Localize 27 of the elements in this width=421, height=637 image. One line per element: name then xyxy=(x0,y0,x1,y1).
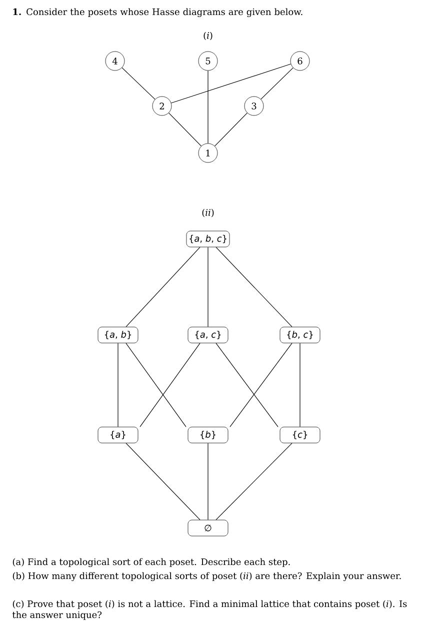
hasse-edge xyxy=(140,342,200,428)
hasse-edge xyxy=(126,246,200,328)
diagram-label: (i) xyxy=(204,32,212,40)
question-text: (b) How many different topological sorts of poset (ii) are there? Explain your answer. xyxy=(12,572,401,582)
hasse-edge xyxy=(126,342,186,428)
set-box: ∅ xyxy=(188,520,228,536)
hasse-edge xyxy=(216,246,292,328)
hasse-edge xyxy=(122,67,156,100)
hasse-edge xyxy=(168,112,202,146)
hasse-edge xyxy=(260,67,294,100)
hasse-edge xyxy=(230,342,292,428)
hasse-edge xyxy=(216,442,292,520)
hasse-edge xyxy=(126,442,200,520)
heading: 1. Consider the posets whose Hasse diagrams are given below. xyxy=(13,8,302,18)
diagram-label: (ii) xyxy=(202,208,214,218)
question-text: (c) Prove that poset (i) is not a lattice. Find a minimal lattice that contains poset (i). Is the answer unique? xyxy=(12,600,407,620)
set-box: {a, c} xyxy=(188,326,228,344)
set-box: {b, c} xyxy=(280,326,320,344)
hasse-edge xyxy=(214,112,248,146)
hasse-edge xyxy=(170,64,292,104)
hasse-edge xyxy=(216,342,278,428)
set-box: {a, b} xyxy=(98,326,138,344)
set-box: {c} xyxy=(280,426,320,444)
set-box: {a, b, c} xyxy=(186,230,230,248)
set-box: {a} xyxy=(98,426,138,444)
question-text: (a) Find a topological sort of each poset. Describe each step. xyxy=(12,558,290,568)
set-box: {b} xyxy=(188,426,228,444)
